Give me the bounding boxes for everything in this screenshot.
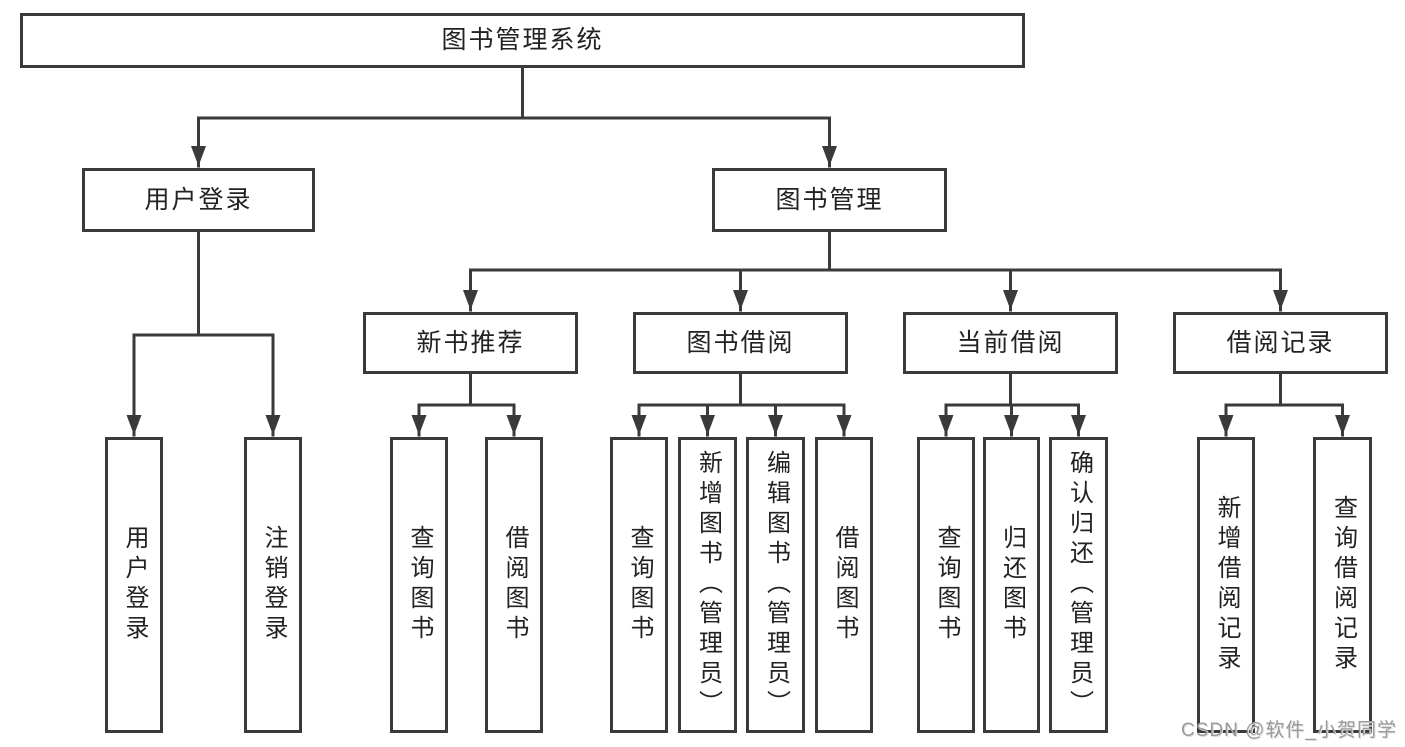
node-user-login: 用户登录	[82, 168, 315, 232]
leaf-add-book-admin: 新增图书（管理员）	[678, 437, 737, 733]
leaf-query-book-recommend: 查询图书	[390, 437, 448, 733]
watermark-text: CSDN @软件_小贺同学	[1181, 720, 1397, 741]
connector-new-book-recommend	[411, 372, 522, 437]
connector-user-login	[126, 230, 281, 437]
node-borrow-record: 借阅记录	[1173, 312, 1388, 374]
connector-current-borrow	[938, 372, 1086, 437]
node-current-borrow: 当前借阅	[903, 312, 1118, 374]
leaf-query-book-current: 查询图书	[917, 437, 975, 733]
leaf-return-book: 归还图书	[983, 437, 1040, 733]
leaf-borrow-book: 借阅图书	[815, 437, 873, 733]
leaf-query-borrow-record: 查询借阅记录	[1313, 437, 1372, 733]
connector-root	[191, 66, 837, 168]
node-book-management: 图书管理	[712, 168, 947, 232]
node-library-system: 图书管理系统	[20, 13, 1025, 68]
connector-borrow-record	[1218, 372, 1350, 437]
leaf-user-login: 用户登录	[105, 437, 163, 733]
leaf-borrow-book-recommend: 借阅图书	[485, 437, 543, 733]
node-new-book-recommend: 新书推荐	[363, 312, 578, 374]
node-book-borrow: 图书借阅	[633, 312, 848, 374]
connector-book-management	[463, 230, 1288, 312]
leaf-logout-login: 注销登录	[244, 437, 302, 733]
connector-book-borrow	[631, 372, 852, 437]
leaf-confirm-return-admin: 确认归还（管理员）	[1049, 437, 1108, 733]
leaf-add-borrow-record: 新增借阅记录	[1197, 437, 1255, 733]
leaf-query-book-borrow: 查询图书	[610, 437, 668, 733]
leaf-edit-book-admin: 编辑图书（管理员）	[746, 437, 805, 733]
